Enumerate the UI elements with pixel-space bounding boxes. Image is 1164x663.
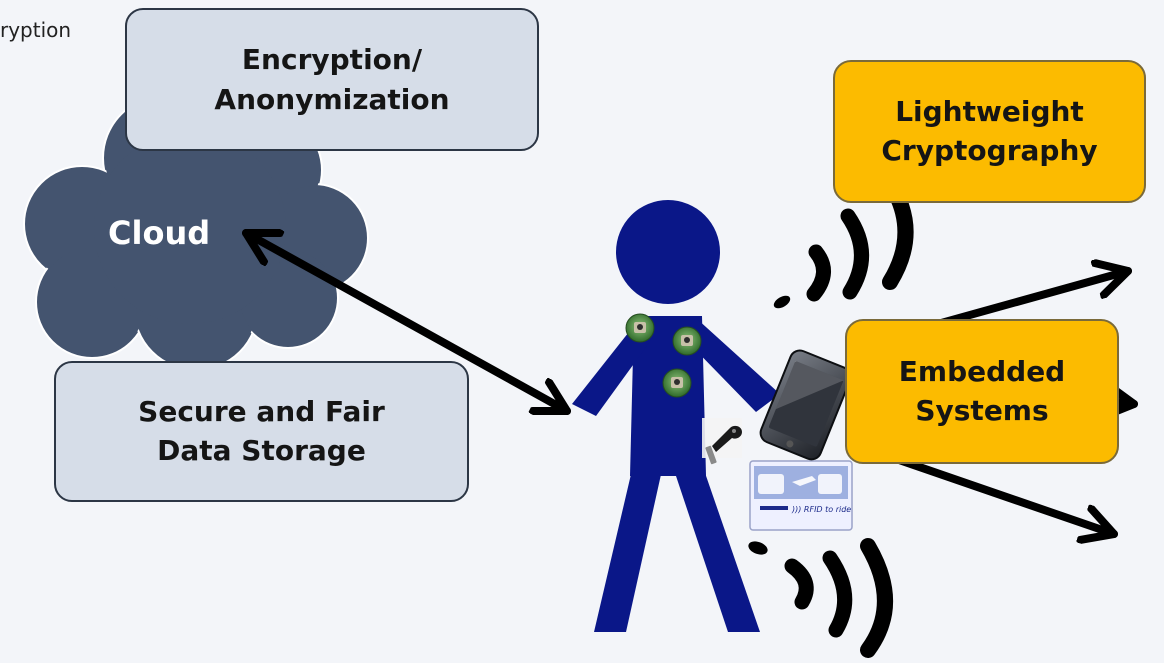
car-key-icon [702, 418, 742, 465]
cloud-label: Cloud [108, 214, 211, 252]
person-figure [572, 200, 780, 632]
rfid-card: ))) RFID to ride [749, 460, 853, 531]
arrow-lower-right [866, 446, 1118, 534]
smartphone-icon [759, 349, 852, 461]
sensor-chip [625, 313, 655, 343]
wireless-signal-icon [748, 538, 893, 658]
partial-label: ryption [0, 18, 72, 42]
rfid-card-caption: ))) RFID to ride [791, 505, 851, 514]
sensor-chip [662, 368, 692, 398]
embedded-systems-box: Embedded Systems [845, 319, 1119, 464]
lightweight-cryptography-box: Lightweight Cryptography [833, 60, 1146, 203]
encryption-anonymization-box: Encryption/ Anonymization [125, 8, 539, 151]
sensor-chip [672, 326, 702, 356]
secure-data-storage-box: Secure and Fair Data Storage [54, 361, 469, 502]
cloud-person-double-arrow [242, 233, 571, 411]
